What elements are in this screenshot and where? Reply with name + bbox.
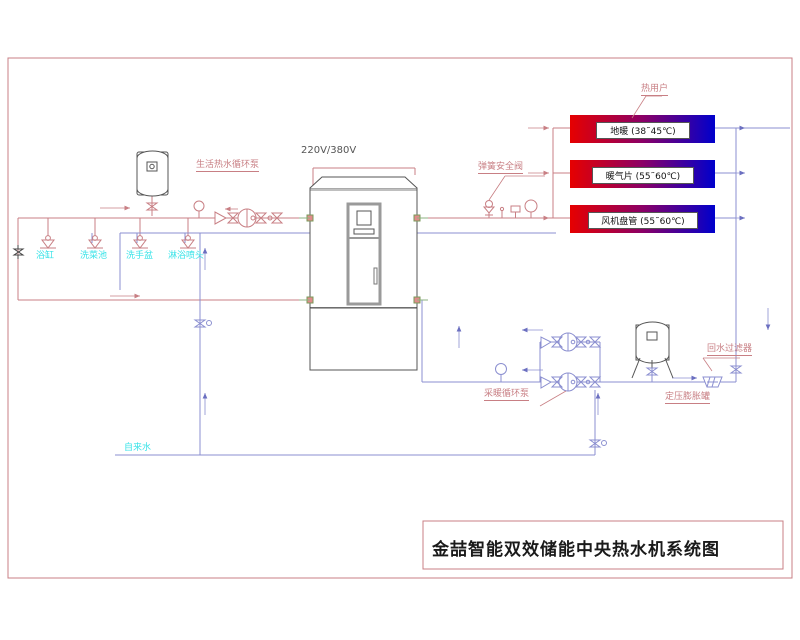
dhw-pump-assembly: [193, 200, 284, 228]
panel-label-radiator: 暖气片 (55˜60℃): [592, 167, 694, 184]
fixture-label-kitchen-sink: 洗菜池: [80, 251, 108, 261]
tap-water-label: 自来水: [124, 443, 152, 453]
heating-pump-assembly: [495, 332, 602, 407]
panel-label-floor-heating: 地暖 (38˜45℃): [596, 122, 690, 139]
left-isolation-valve-icon: [12, 245, 25, 259]
return-water-filter-label: 回水过滤器: [707, 344, 753, 356]
kitchen-sink-icon: [87, 235, 103, 249]
return-water-filter-icon: [702, 357, 740, 388]
bottom-valve-icons: [193, 316, 607, 455]
fixture-label-shower-head: 淋浴喷头: [168, 251, 205, 261]
expansion-tank-icon: [631, 321, 674, 379]
storage-tank-icon: [136, 150, 169, 197]
drawing-frame: [7, 57, 793, 579]
hot-water-piping: [17, 125, 570, 301]
heating-circulation-pump-label: 采暖循环泵: [484, 389, 530, 401]
shower-head-icon: [180, 235, 196, 249]
tank-outlet-valve-icon: [145, 199, 159, 216]
fixture-icons: [40, 235, 196, 249]
expansion-tank-label: 定压膨胀罐: [665, 392, 711, 404]
dhw-circulation-pump-label: 生活热水循环泵: [196, 160, 260, 172]
panel-label-fan-coil: 风机盘管 (55˜60℃): [588, 212, 698, 229]
spring-safety-valve-label: 弹簧安全阀: [478, 162, 524, 174]
diagram-title: 金喆智能双效储能中央热水机系统图: [432, 540, 720, 560]
heat-users-label: 热用户: [641, 84, 669, 96]
bathtub-icon: [40, 235, 56, 249]
filter-drain-valve-icon: [729, 360, 743, 382]
washbasin-icon: [132, 235, 148, 249]
power-supply-label: 220V/380V: [301, 145, 357, 156]
central-heat-pump-unit: [299, 176, 428, 371]
fixture-label-washbasin: 洗手盆: [126, 251, 154, 261]
expansion-tank-valve-icon: [645, 367, 659, 376]
fixture-label-bathtub: 浴缸: [36, 251, 55, 261]
safety-valve-group: [482, 175, 545, 219]
